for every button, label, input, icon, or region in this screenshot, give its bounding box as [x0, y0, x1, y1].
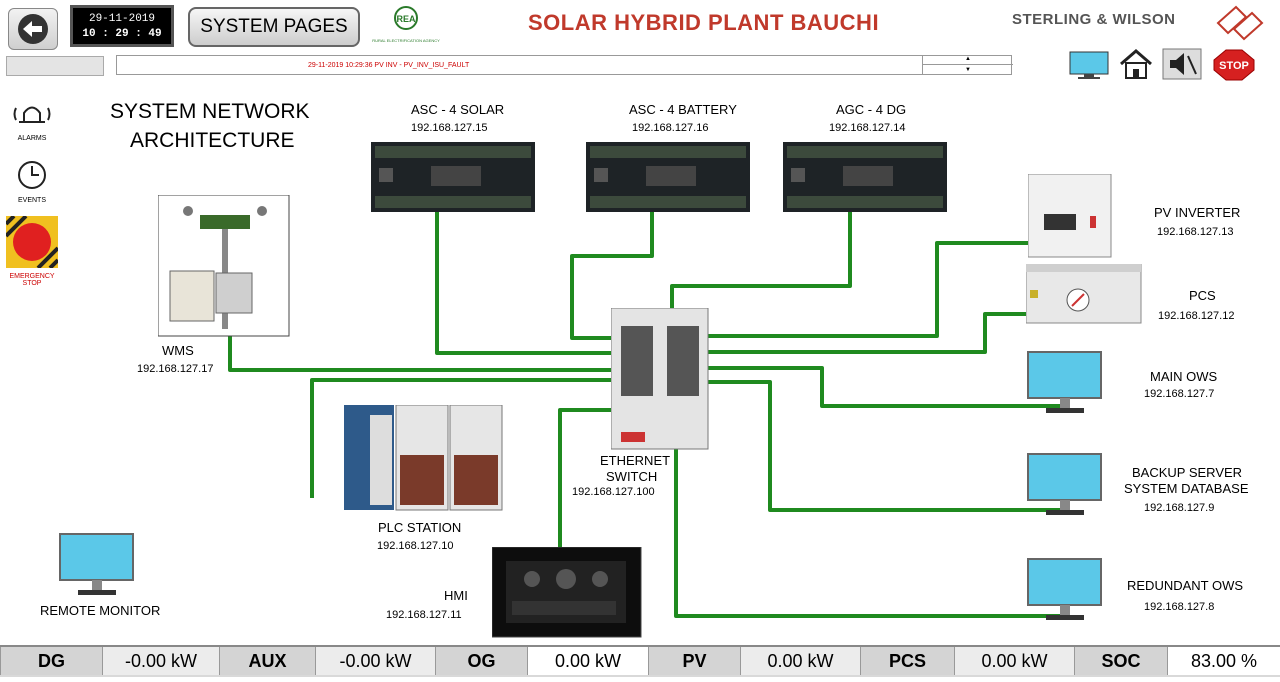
status-pv-value: 0.00 kW	[740, 647, 860, 675]
events-label: EVENTS	[17, 197, 46, 204]
agc-dg-controller[interactable]	[783, 142, 947, 212]
events-button[interactable]: EVENTS	[10, 160, 54, 204]
pcs-unit[interactable]	[1026, 264, 1142, 324]
pv-inverter-ip: 192.168.127.13	[1157, 226, 1234, 238]
back-arrow-icon	[18, 14, 48, 44]
page-title: SOLAR HYBRID PLANT BAUCHI	[528, 10, 880, 35]
main-ows-name: MAIN OWS	[1150, 369, 1218, 384]
scroll-up-icon[interactable]: ▲	[923, 55, 1013, 65]
remote-monitor[interactable]	[58, 532, 136, 600]
ethernet-switch[interactable]	[611, 308, 709, 450]
status-og-label: OG	[435, 647, 527, 675]
emergency-label-1: EMERGENCY	[9, 273, 55, 280]
asc-battery-ip: 192.168.127.16	[632, 122, 709, 134]
status-pcs-label: PCS	[860, 647, 954, 675]
pcs-name: PCS	[1189, 288, 1216, 303]
status-aux-label: AUX	[219, 647, 315, 675]
backup-server-name-1: BACKUP SERVER	[1132, 465, 1243, 480]
redundant-ows-monitor[interactable]	[1026, 557, 1104, 625]
remote-monitor-name: REMOTE MONITOR	[40, 603, 161, 618]
switch-name-2: SWITCH	[606, 469, 658, 484]
wms-name: WMS	[162, 343, 194, 358]
agc-dg-name: AGC - 4 DG	[836, 102, 907, 117]
asc-solar-name: ASC - 4 SOLAR	[411, 102, 505, 117]
plc-station[interactable]	[344, 405, 504, 511]
cable-main-ows	[690, 366, 1060, 408]
status-soc-label: SOC	[1074, 647, 1167, 675]
clock-icon	[18, 161, 46, 189]
rea-logo-text: REA	[396, 14, 416, 24]
rea-caption: RURAL ELECTRIFICATION AGENCY	[372, 38, 440, 43]
status-og-value: 0.00 kW	[527, 647, 648, 675]
pv-inverter[interactable]	[1028, 174, 1112, 258]
redundant-ows-name: REDUNDANT OWS	[1127, 578, 1244, 593]
plc-name: PLC STATION	[378, 520, 462, 535]
backup-server-monitor[interactable]	[1026, 452, 1104, 520]
switch-name-1: ETHERNET	[600, 453, 671, 468]
switch-ip: 192.168.127.100	[572, 486, 655, 498]
bell-icon	[13, 106, 51, 123]
system-pages-button[interactable]: SYSTEM PAGES	[188, 7, 360, 47]
hmi-name: HMI	[444, 588, 468, 603]
asc-battery-name: ASC - 4 BATTERY	[629, 102, 737, 117]
rea-logo: REA RURAL ELECTRIFICATION AGENCY	[368, 4, 444, 48]
emergency-stop-icon	[4, 214, 60, 270]
backup-server-name-2: SYSTEM DATABASE	[1124, 481, 1249, 496]
time-text: 10 : 29 : 49	[82, 28, 162, 40]
main-ows-ip: 192.168.127.7	[1144, 388, 1215, 400]
stop-icon-label: STOP	[1219, 60, 1249, 72]
mute-icon[interactable]	[1162, 48, 1202, 80]
brand-logo-text: STERLING & WILSON	[1012, 11, 1176, 28]
cable-pcs	[690, 312, 1030, 354]
stop-icon[interactable]: STOP	[1212, 48, 1256, 82]
asc-solar-ip: 192.168.127.15	[411, 122, 488, 134]
asc-solar-controller[interactable]	[371, 142, 535, 212]
date-time-display: 29-11-2019 10 : 29 : 49	[70, 5, 174, 47]
status-pv-label: PV	[648, 647, 740, 675]
cable-redundant-ows	[674, 385, 1060, 618]
status-pcs-value: 0.00 kW	[954, 647, 1074, 675]
plc-ip: 192.168.127.10	[377, 540, 454, 552]
pv-inverter-name: PV INVERTER	[1154, 205, 1241, 220]
alarms-button[interactable]: ALARMS	[10, 100, 54, 142]
hmi-ip: 192.168.127.11	[386, 609, 462, 621]
cable-asc-solar	[435, 190, 625, 355]
heading-line-1: SYSTEM NETWORK	[110, 100, 310, 123]
hmi-panel[interactable]	[492, 547, 642, 638]
main-ows-monitor[interactable]	[1026, 350, 1104, 418]
alarm-scroll[interactable]: ▲ ▼	[922, 55, 1013, 75]
heading-line-2: ARCHITECTURE	[130, 129, 295, 152]
alarm-banner-text: 29-11-2019 10:29:36 PV INV - PV_INV_ISU_…	[308, 62, 470, 69]
agc-dg-ip: 192.168.127.14	[829, 122, 906, 134]
status-bar: DG -0.00 kW AUX -0.00 kW OG 0.00 kW PV 0…	[0, 645, 1280, 677]
alarm-ack-field[interactable]	[6, 56, 104, 76]
alarms-label: ALARMS	[17, 135, 47, 142]
pcs-ip: 192.168.127.12	[1158, 310, 1235, 322]
wms-ip: 192.168.127.17	[137, 363, 214, 375]
brand-logo-icon	[1216, 5, 1264, 41]
cable-backup-server	[690, 380, 1060, 512]
backup-server-ip: 192.168.127.9	[1144, 502, 1215, 514]
back-button[interactable]	[8, 8, 58, 50]
status-dg-label: DG	[0, 647, 102, 675]
status-aux-value: -0.00 kW	[315, 647, 435, 675]
home-icon[interactable]	[1118, 48, 1154, 80]
date-text: 29-11-2019	[88, 13, 155, 25]
cable-wms	[228, 335, 625, 372]
wms-station[interactable]	[158, 195, 290, 337]
status-dg-value: -0.00 kW	[102, 647, 219, 675]
emergency-label-2: STOP	[22, 280, 42, 287]
alarm-banner[interactable]	[116, 55, 1012, 75]
monitor-icon[interactable]	[1068, 50, 1110, 80]
scroll-down-icon[interactable]: ▼	[965, 67, 971, 73]
asc-battery-controller[interactable]	[586, 142, 750, 212]
cable-pv-inverter	[690, 241, 1030, 338]
redundant-ows-ip: 192.168.127.8	[1144, 601, 1215, 613]
emergency-stop-button[interactable]: EMERGENCY STOP	[4, 214, 60, 287]
status-soc-value: 83.00 %	[1167, 647, 1280, 675]
